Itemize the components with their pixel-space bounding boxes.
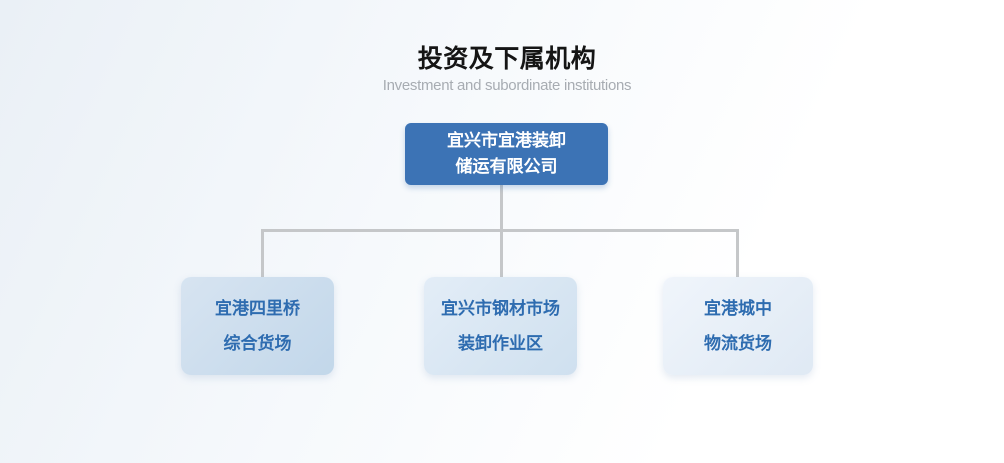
org-node-child-1-line1: 宜港四里桥 bbox=[215, 299, 300, 318]
page-header: 投资及下属机构 Investment and subordinate insti… bbox=[5, 44, 1004, 95]
connector-right-vertical bbox=[736, 229, 739, 277]
org-node-child-1-line2: 综合货场 bbox=[223, 334, 292, 353]
page-title: 投资及下属机构 bbox=[417, 45, 597, 73]
connector-left-vertical bbox=[261, 229, 264, 277]
org-node-child-3-line2: 物流货场 bbox=[704, 334, 772, 353]
page-subtitle: Investment and subordinate institutions bbox=[382, 77, 632, 94]
org-node-child-3: 宜港城中 物流货场 bbox=[663, 277, 813, 375]
org-node-root: 宜兴市宜港装卸 储运有限公司 bbox=[405, 123, 608, 185]
org-node-child-1: 宜港四里桥 综合货场 bbox=[181, 277, 334, 375]
org-node-child-3-line1: 宜港城中 bbox=[704, 299, 772, 318]
connector-horizontal bbox=[261, 229, 739, 232]
org-node-child-2-line1: 宜兴市钢材市场 bbox=[441, 299, 560, 318]
org-node-child-2: 宜兴市钢材市场 装卸作业区 bbox=[424, 277, 577, 375]
org-node-child-2-line2: 装卸作业区 bbox=[458, 334, 543, 353]
org-node-root-line1: 宜兴市宜港装卸 bbox=[447, 131, 566, 150]
org-node-root-line2: 储运有限公司 bbox=[455, 157, 558, 176]
